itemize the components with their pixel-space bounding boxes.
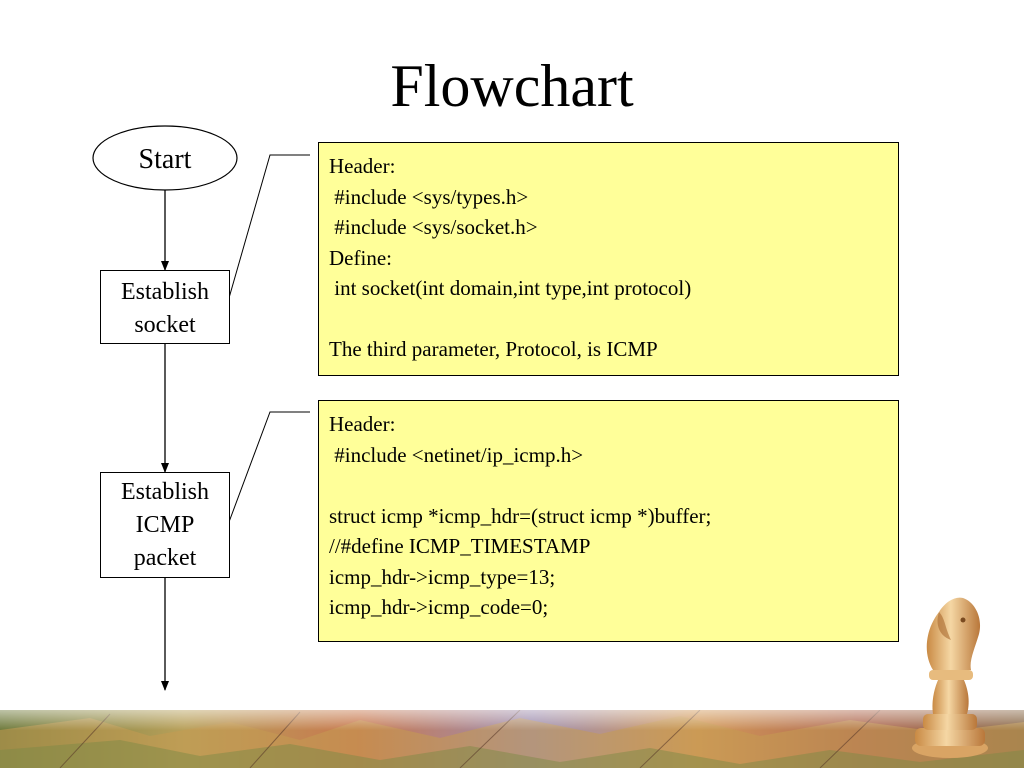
start-terminator <box>92 125 238 191</box>
step-establish-icmp-packet: Establish ICMP packet <box>100 472 230 578</box>
note-line: Header: <box>329 412 396 436</box>
note-line: int socket(int domain,int type,int proto… <box>329 276 692 300</box>
note-line: Header: <box>329 154 396 178</box>
note-line: #include <sys/socket.h> <box>329 215 538 239</box>
note-line: #include <sys/types.h> <box>329 184 529 209</box>
chess-knight-icon <box>912 597 988 758</box>
slide-title: Flowchart <box>390 53 634 119</box>
start-label: Start <box>139 144 192 175</box>
step-label-line: ICMP <box>135 512 195 538</box>
note-line: Define: <box>329 245 392 270</box>
note-line: struct icmp *icmp_hdr=(struct icmp *)buf… <box>329 503 712 528</box>
note-line: icmp_hdr->icmp_type=13; <box>329 564 556 589</box>
step-label-line: packet <box>133 545 197 571</box>
step-label-line: Establish <box>121 479 209 505</box>
map-strip <box>0 710 1024 768</box>
callout-line-icmp <box>228 411 310 523</box>
step-establish-socket: Establish socket <box>100 270 230 344</box>
note-line: The third parameter, Protocol, is ICMP <box>329 337 658 361</box>
note-line: #include <netinet/ip_icmp.h> <box>329 442 584 467</box>
note-line <box>329 304 888 335</box>
step-label-line: Establish <box>121 279 209 305</box>
note-line: icmp_hdr->icmp_code=0; <box>329 595 549 619</box>
note-icmp-header: Header: #include <netinet/ip_icmp.h> str… <box>318 400 899 642</box>
note-line <box>329 470 888 501</box>
note-line: //#define ICMP_TIMESTAMP <box>329 534 591 558</box>
step-label-line: socket <box>134 312 196 338</box>
callout-line-socket <box>228 154 310 299</box>
note-socket-definition: Header: #include <sys/types.h> #include … <box>318 142 899 376</box>
